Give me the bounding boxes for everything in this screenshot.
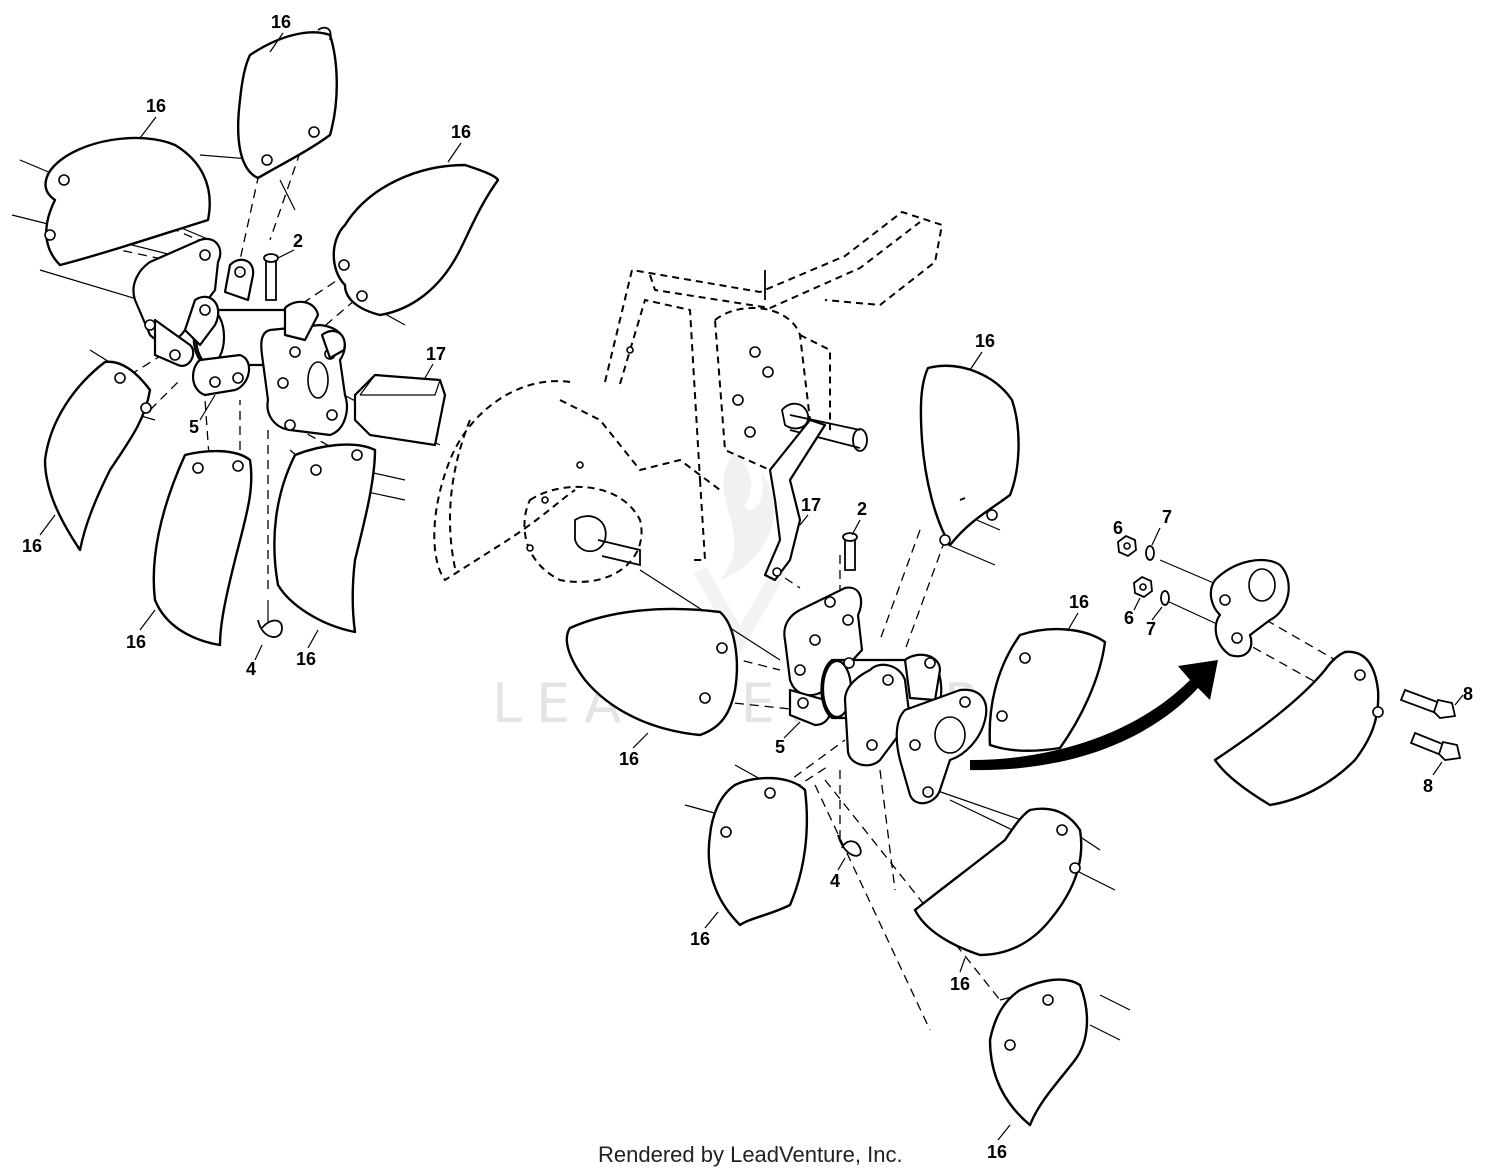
tine-blade xyxy=(988,627,1107,752)
callout-5: 5 xyxy=(775,737,785,757)
tine-blade xyxy=(332,163,500,317)
callout-17: 17 xyxy=(426,344,446,364)
callout-5: 5 xyxy=(189,417,199,437)
tine-blade xyxy=(913,807,1083,957)
tiller-frame-housing xyxy=(433,210,944,583)
tine-blade xyxy=(237,31,338,180)
callout-2: 2 xyxy=(857,499,867,519)
lock-washer xyxy=(1160,590,1170,606)
callout-17: 17 xyxy=(801,495,821,515)
callout-16: 16 xyxy=(950,974,970,994)
render-credit: Rendered by LeadVenture, Inc. xyxy=(598,1142,903,1167)
spacer-plate xyxy=(1209,558,1290,658)
callout-6: 6 xyxy=(1124,608,1134,628)
clevis-pin xyxy=(844,536,856,571)
tine-blade xyxy=(1213,650,1380,807)
callout-16: 16 xyxy=(619,749,639,769)
callout-16: 16 xyxy=(22,536,42,556)
tine-blade xyxy=(152,449,253,647)
hairpin-clip xyxy=(837,834,862,857)
callout-16: 16 xyxy=(1069,592,1089,612)
tine-blade xyxy=(988,978,1089,1127)
callout-16: 16 xyxy=(271,12,291,32)
callout-16: 16 xyxy=(126,632,146,652)
callout-7: 7 xyxy=(1146,619,1156,639)
callout-7: 7 xyxy=(1162,507,1172,527)
clevis-pin xyxy=(265,257,277,301)
callout-16: 16 xyxy=(296,649,316,669)
tine-blade xyxy=(707,776,809,927)
callout-8: 8 xyxy=(1423,776,1433,796)
mount-bracket xyxy=(353,373,447,447)
callout-8: 8 xyxy=(1463,684,1473,704)
tine-blade xyxy=(565,607,738,737)
lock-washer xyxy=(1145,545,1155,561)
tine-blade xyxy=(43,360,152,552)
callout-16: 16 xyxy=(690,929,710,949)
callout-4: 4 xyxy=(830,871,840,891)
mount-bracket xyxy=(763,418,827,582)
callout-2: 2 xyxy=(293,231,303,251)
right-tine-assembly xyxy=(565,364,1462,1127)
callout-labels: 16 16 16 2 17 5 16 16 4 16 16 2 17 6 7 6… xyxy=(22,12,1473,1162)
tine-blade xyxy=(919,364,1020,547)
tine-blade xyxy=(44,136,211,267)
callout-4: 4 xyxy=(246,659,256,679)
watermark-logo-icon xyxy=(693,450,787,655)
direction-arrow-icon xyxy=(970,660,1218,771)
callout-16: 16 xyxy=(987,1142,1007,1162)
hairpin-clip xyxy=(257,619,283,638)
callout-16: 16 xyxy=(451,122,471,142)
callout-6: 6 xyxy=(1113,518,1123,538)
left-tine-assembly xyxy=(11,26,500,647)
callout-16: 16 xyxy=(975,331,995,351)
tine-blade xyxy=(273,443,377,634)
callout-16: 16 xyxy=(146,96,166,116)
tine-flange-plate xyxy=(843,663,912,767)
